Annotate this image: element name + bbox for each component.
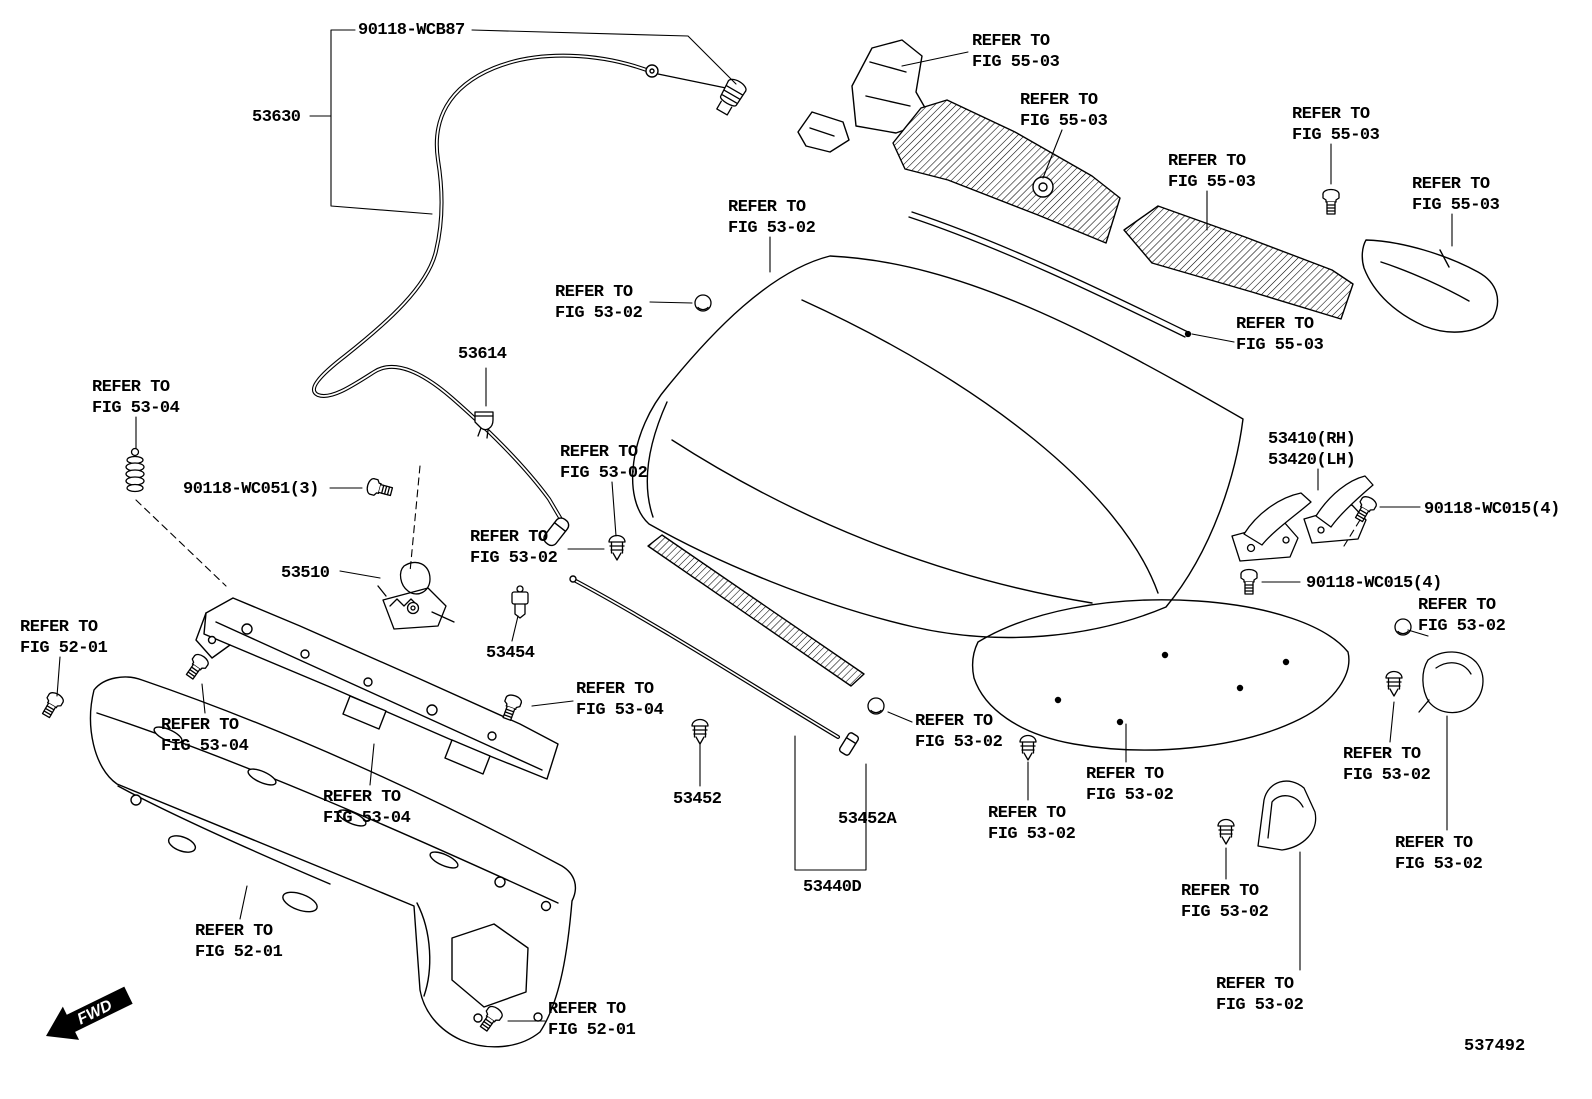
bolt-90118-wc015-2 <box>1240 568 1258 595</box>
callout-53410-53420[interactable]: 53410(RH) 53420(LH) <box>1268 430 1356 471</box>
cable-grommet-bolt <box>716 78 747 116</box>
insulator-clip-1 <box>1019 734 1037 761</box>
hood-seal-pin-clip <box>608 534 626 561</box>
clip-53452 <box>691 718 709 745</box>
hood-insulator <box>971 599 1350 751</box>
spring-grommet <box>125 447 145 493</box>
ref-fig-53-02-1: REFER TO FIG 53-02 <box>728 198 816 239</box>
diagram-number: 537492 <box>1464 1037 1526 1056</box>
callout-53630[interactable]: 53630 <box>252 108 301 127</box>
radiator-support-upper <box>195 597 559 780</box>
callout-90118-wcb87[interactable]: 90118-WCB87 <box>358 21 465 40</box>
hood-hinge-rh-53410 <box>1231 492 1312 562</box>
cowl-seal-wire <box>908 211 1192 338</box>
callout-53452a[interactable]: 53452A <box>838 810 897 829</box>
ref-fig-53-02-12: REFER TO FIG 53-02 <box>1216 975 1304 1016</box>
hood-grommet-3 <box>1394 618 1412 636</box>
clip-53454 <box>511 585 529 619</box>
hood-corner-cushion-upper <box>1418 651 1484 714</box>
ref-fig-55-03-2: REFER TO FIG 55-03 <box>1020 91 1108 132</box>
support-bolt-right <box>498 692 524 723</box>
hood-release-cable <box>311 53 727 547</box>
ref-fig-53-04-4: REFER TO FIG 53-04 <box>323 788 411 829</box>
corner-clip <box>1385 670 1403 697</box>
ref-fig-55-03-4: REFER TO FIG 55-03 <box>1168 152 1256 193</box>
cowl-top-louver-right <box>1123 205 1354 320</box>
bumper-reinforcement <box>89 676 577 1048</box>
hood-panel <box>631 255 1244 639</box>
ref-fig-53-04-3: REFER TO FIG 53-04 <box>161 716 249 757</box>
callout-53454[interactable]: 53454 <box>486 644 535 663</box>
hood-corner-cushion-lower <box>1257 780 1317 851</box>
ref-fig-53-02-10: REFER TO FIG 53-02 <box>1395 834 1483 875</box>
bumper-end-bolt <box>38 689 66 721</box>
callout-53510[interactable]: 53510 <box>281 564 330 583</box>
ref-fig-53-02-5: REFER TO FIG 53-02 <box>1418 596 1506 637</box>
ref-fig-55-03-1: REFER TO FIG 55-03 <box>972 32 1060 73</box>
ref-fig-53-02-3: REFER TO FIG 53-02 <box>560 443 648 484</box>
rod-end-53452a <box>838 732 860 756</box>
bolt-90118-wc051 <box>364 476 395 501</box>
cowl-bolt-top <box>1322 188 1340 215</box>
hood-grommet-1 <box>694 294 712 312</box>
ref-fig-53-02-9: REFER TO FIG 53-02 <box>988 804 1076 845</box>
support-bolt-left <box>182 651 211 683</box>
ref-fig-52-01-2: REFER TO FIG 52-01 <box>195 922 283 963</box>
callout-90118-wc051[interactable]: 90118-WC051(3) <box>183 480 319 499</box>
callout-53614[interactable]: 53614 <box>458 345 507 364</box>
ref-fig-52-01-3: REFER TO FIG 52-01 <box>548 1000 636 1041</box>
ref-fig-53-02-7: REFER TO FIG 53-02 <box>1343 745 1431 786</box>
ref-fig-53-02-2: REFER TO FIG 53-02 <box>555 283 643 324</box>
callout-90118-wc015-1[interactable]: 90118-WC015(4) <box>1424 500 1560 519</box>
hood-hinge-lh-53420 <box>1303 475 1374 544</box>
callout-53440d[interactable]: 53440D <box>803 878 862 897</box>
ref-fig-55-03-6: REFER TO FIG 55-03 <box>1236 315 1324 356</box>
callout-90118-wc015-2[interactable]: 90118-WC015(4) <box>1306 574 1442 593</box>
ref-fig-53-02-6: REFER TO FIG 53-02 <box>915 712 1003 753</box>
ref-fig-53-02-4: REFER TO FIG 53-02 <box>470 528 558 569</box>
cable-pull-handle <box>543 517 570 547</box>
cable-clamp-bracket <box>797 111 850 153</box>
hood-lock-53510 <box>377 561 455 630</box>
ref-fig-55-03-3: REFER TO FIG 55-03 <box>1292 105 1380 146</box>
hood-grommet-2 <box>867 697 885 715</box>
ref-fig-55-03-5: REFER TO FIG 55-03 <box>1412 175 1500 216</box>
hood-front-seal <box>647 534 865 687</box>
ref-fig-53-04-1: REFER TO FIG 53-04 <box>92 378 180 419</box>
cowl-top-louver-left <box>892 99 1121 244</box>
insulator-clip-2 <box>1217 818 1235 845</box>
ref-fig-52-01-1: REFER TO FIG 52-01 <box>20 618 108 659</box>
callout-53452[interactable]: 53452 <box>673 790 722 809</box>
fwd-arrow: FWD <box>46 986 133 1040</box>
leader-lines <box>56 29 1453 1022</box>
ref-fig-53-04-2: REFER TO FIG 53-04 <box>576 680 664 721</box>
clip-53614 <box>474 411 494 439</box>
ref-fig-53-02-11: REFER TO FIG 53-02 <box>1181 882 1269 923</box>
hood-seal-rod-53440d <box>569 575 860 756</box>
ref-fig-53-02-8: REFER TO FIG 53-02 <box>1086 765 1174 806</box>
cowl-side-panel-right <box>1361 239 1499 333</box>
